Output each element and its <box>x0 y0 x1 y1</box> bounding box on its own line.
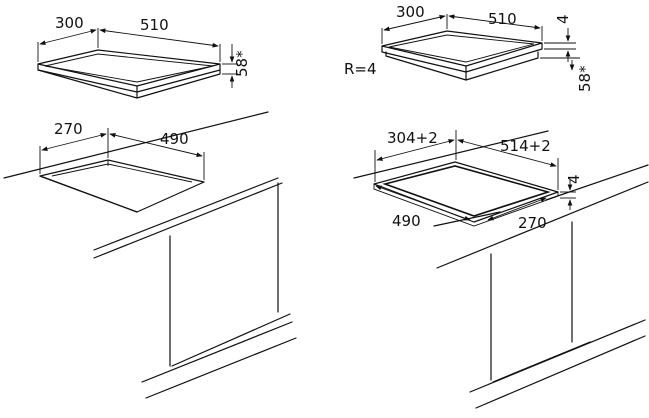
right-recess-dimensions: 304+2 514+2 4 490 270 <box>374 129 583 232</box>
left-top-dimensions: 300 510 58* <box>37 14 251 88</box>
left-cutout-depth-label: 490 <box>160 130 189 148</box>
right-edge-thickness-label: 4 <box>554 14 572 24</box>
right-recess-width-label: 304+2 <box>387 129 438 147</box>
left-appliance-height-label: 58* <box>233 50 251 77</box>
left-cutout-width-label: 270 <box>54 120 83 138</box>
right-hob-appliance <box>381 30 543 81</box>
right-cutout-width-label: 270 <box>518 214 547 232</box>
left-cabinet <box>141 182 297 399</box>
right-recess-depth-label: 514+2 <box>500 137 551 155</box>
right-appliance-width-label: 300 <box>396 3 425 21</box>
right-appliance-depth-label: 510 <box>488 10 517 28</box>
right-cabinet <box>469 221 646 409</box>
right-cutout-depth-label: 490 <box>392 212 421 230</box>
left-hob-appliance <box>37 49 221 99</box>
right-recess-height-label: 4 <box>565 174 583 184</box>
left-cutout-dimensions: 270 490 <box>39 120 205 180</box>
left-appliance-width-label: 300 <box>55 14 84 32</box>
right-top-dimensions: 300 510 4 58* R=4 <box>344 3 594 92</box>
right-appliance-height-label: 58* <box>576 65 594 92</box>
left-appliance-depth-label: 510 <box>140 16 169 34</box>
left-countertop-and-cutout <box>3 111 283 259</box>
right-corner-radius-label: R=4 <box>344 60 377 78</box>
